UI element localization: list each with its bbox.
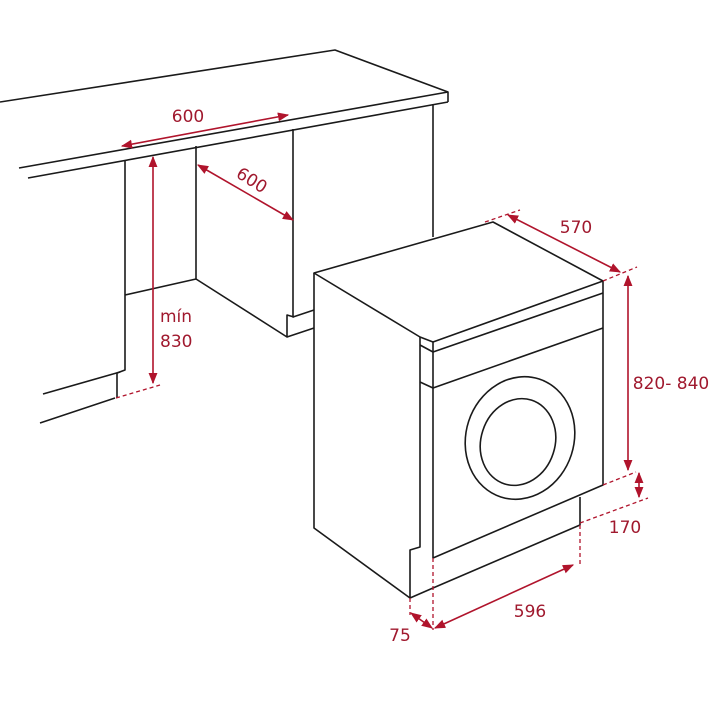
dim-plinth-offset-arrow xyxy=(410,612,433,629)
countertop xyxy=(0,49,449,179)
dim-niche-width-arrow xyxy=(120,112,290,149)
dim-plinth-offset-label: 75 xyxy=(389,626,411,646)
dim-machine-depth-arrow xyxy=(507,214,621,273)
dim-niche-height-min: mín xyxy=(160,307,192,327)
cabinet-niche xyxy=(39,104,434,424)
dim-machine-width-label: 596 xyxy=(514,602,546,622)
dim-machine-height-label: 820- 840 xyxy=(633,374,709,394)
dim-machine-depth-label: 570 xyxy=(560,218,592,238)
dim-niche-width-label: 600 xyxy=(172,107,204,127)
washing-machine xyxy=(313,221,604,599)
dim-niche-depth-label: 600 xyxy=(232,164,270,198)
porthole-outer xyxy=(464,375,576,501)
dim-plinth-height-label: 170 xyxy=(609,518,641,538)
dim-niche-depth-arrow xyxy=(197,164,294,221)
dim-machine-width-arrow xyxy=(433,564,575,629)
porthole-inner xyxy=(479,397,557,487)
dim-niche-height-value: 830 xyxy=(160,332,192,352)
